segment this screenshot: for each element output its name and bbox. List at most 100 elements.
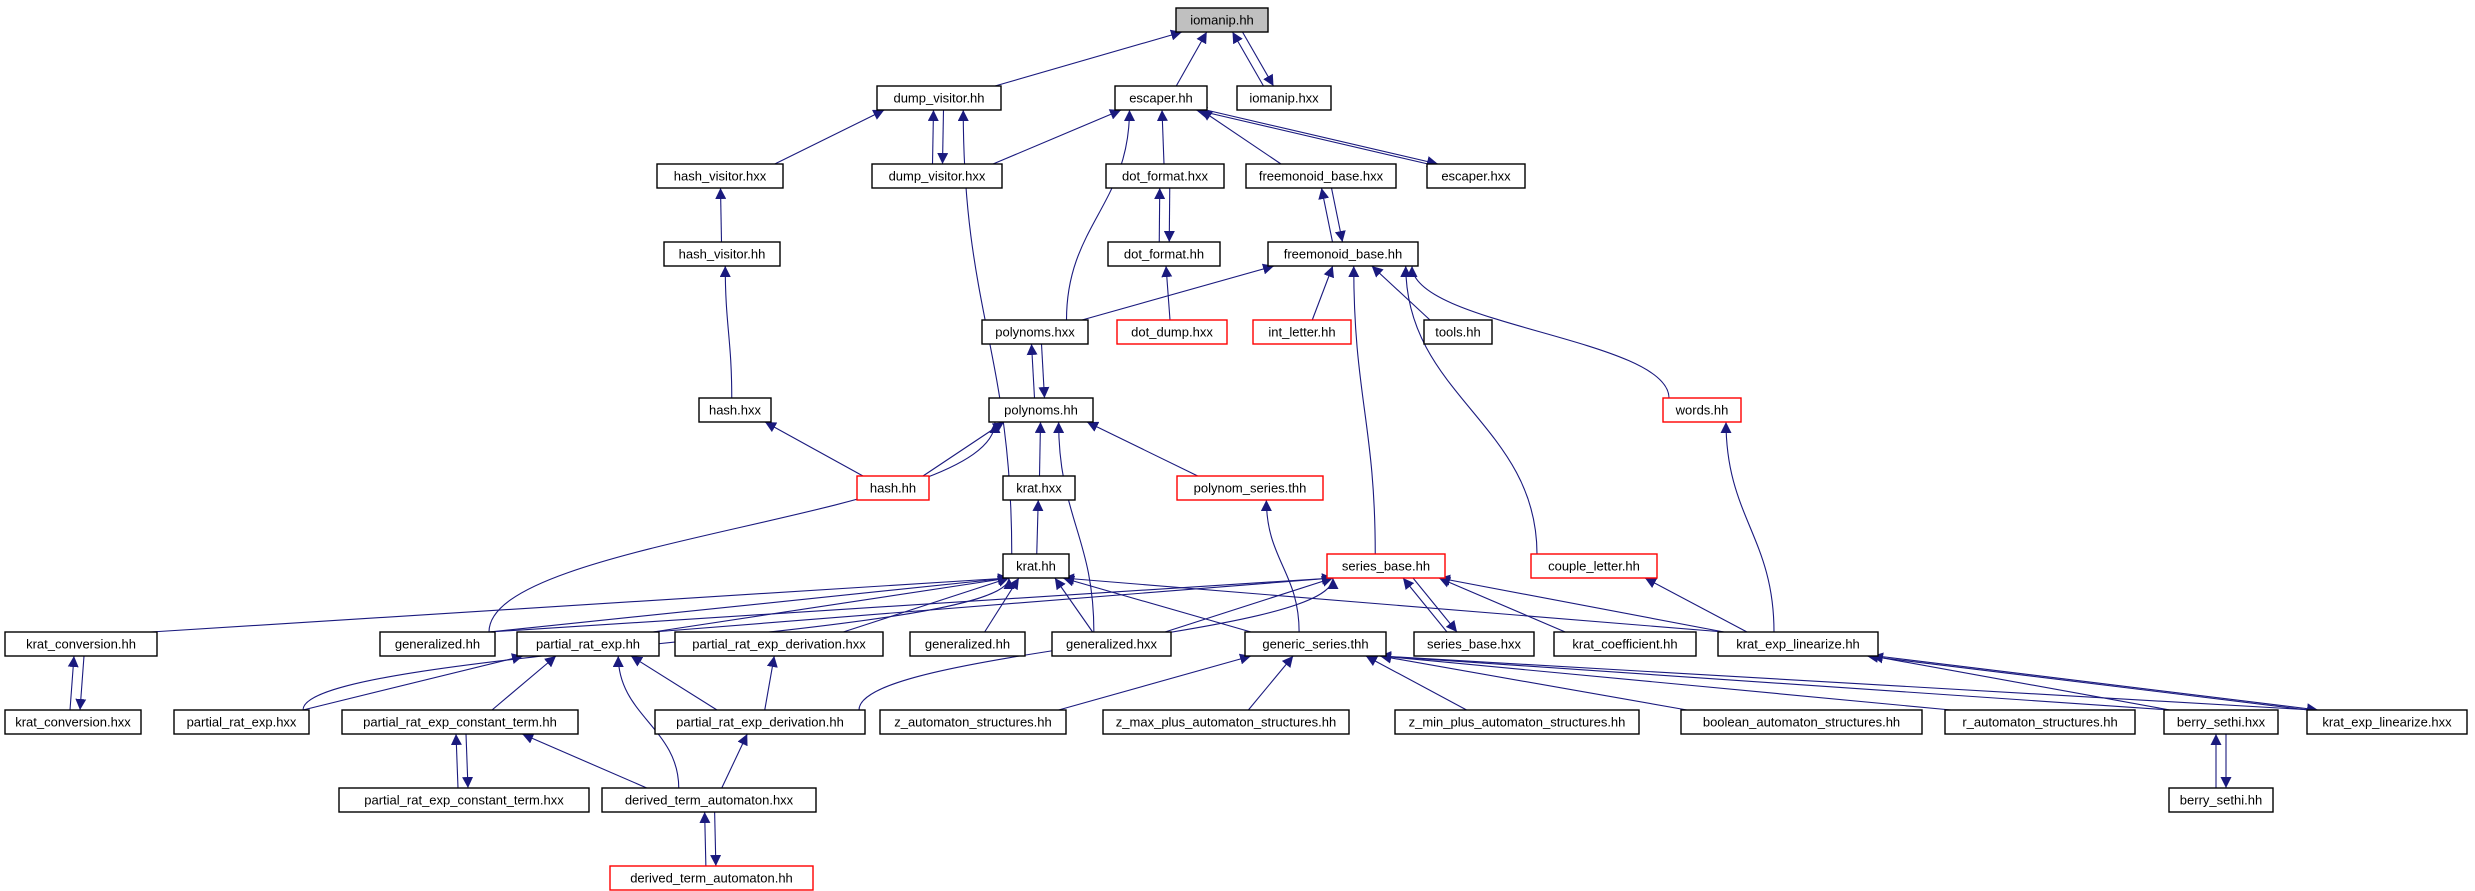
- node-partial-rat-exp-hxx[interactable]: partial_rat_exp.hxx: [173, 709, 310, 735]
- node-dump-visitor-hxx[interactable]: dump_visitor.hxx: [871, 163, 1003, 189]
- node-berry-sethi-hxx[interactable]: berry_sethi.hxx: [2163, 709, 2279, 735]
- edge-dump-visitor-hxx-to-dump-visitor-hh: [927, 109, 939, 165]
- node-label: berry_sethi.hh: [2180, 793, 2262, 808]
- node-generic-series-thh[interactable]: generic_series.thh: [1244, 631, 1387, 657]
- node-iomanip-hxx[interactable]: iomanip.hxx: [1236, 85, 1332, 111]
- node-label: tools.hh: [1435, 325, 1481, 340]
- node-hash-visitor-hh[interactable]: hash_visitor.hh: [663, 241, 781, 267]
- node-hash-hxx[interactable]: hash.hxx: [698, 397, 772, 423]
- node-label: hash_visitor.hxx: [674, 169, 767, 184]
- node-label: z_max_plus_automaton_structures.hh: [1116, 715, 1336, 730]
- edge-series-base-hh-to-freemonoid-base-hh: [1348, 265, 1376, 555]
- node-escaper-hh[interactable]: escaper.hh: [1114, 85, 1208, 111]
- edge-dump-visitor-hh-to-iomanip-hh: [994, 29, 1183, 87]
- node-box: [609, 865, 814, 891]
- edge-krat-exp-linearize-hh-to-words-hh: [1720, 421, 1775, 633]
- edge-derived-term-automaton-hxx-to-partial-rat-exp-constant-term-hh: [522, 733, 647, 789]
- node-box: [674, 631, 884, 657]
- node-polynoms-hxx[interactable]: polynoms.hxx: [981, 319, 1089, 345]
- node-partial-rat-exp-constant-term-hxx[interactable]: partial_rat_exp_constant_term.hxx: [338, 787, 590, 813]
- node-dot-format-hh[interactable]: dot_format.hh: [1107, 241, 1221, 267]
- node-iomanip-hh[interactable]: iomanip.hh: [1175, 7, 1269, 33]
- node-box: [1394, 709, 1640, 735]
- node-berry-sethi-hh[interactable]: berry_sethi.hh: [2168, 787, 2274, 813]
- node-layer: iomanip.hh dump_visitor.hh escaper.hh ioman…: [4, 7, 2468, 891]
- edge-krat-conversion-hh-to-krat-hh: [150, 573, 1010, 633]
- node-krat-hxx[interactable]: krat.hxx: [1002, 475, 1076, 501]
- node-box: [1114, 85, 1208, 111]
- edge-z-automaton-structures-hh-to-generic-series-thh: [1058, 653, 1252, 711]
- node-box: [981, 319, 1089, 345]
- edge-dot-dump-hh-to-dot-format-hh: [1161, 265, 1173, 321]
- edge-krat-conversion-hh-to-krat-conversion-hxx: [75, 655, 87, 711]
- node-box: [341, 709, 579, 735]
- node-polynoms-hh[interactable]: polynoms.hh: [988, 397, 1094, 423]
- edge-derived-term-automaton-hxx-to-partial-rat-exp-hh: [612, 655, 680, 789]
- edge-generalized-hh-a-to-polynoms-hh: [488, 421, 1001, 633]
- node-krat-exp-linearize-hxx[interactable]: krat_exp_linearize.hxx: [2306, 709, 2468, 735]
- node-freemonoid-base-hxx[interactable]: freemonoid_base.hxx: [1245, 163, 1397, 189]
- node-tools-hh[interactable]: tools.hh: [1423, 319, 1493, 345]
- node-label: partial_rat_exp_constant_term.hxx: [364, 793, 564, 808]
- node-partial-rat-exp-derivation-hh[interactable]: partial_rat_exp_derivation.hh: [654, 709, 866, 735]
- node-krat-conversion-hh[interactable]: krat_conversion.hh: [4, 631, 158, 657]
- node-dot-format-hxx[interactable]: dot_format.hxx: [1105, 163, 1225, 189]
- node-freemonoid-base-hh[interactable]: freemonoid_base.hh: [1267, 241, 1419, 267]
- node-z-max-plus-automaton-structures-hh[interactable]: z_max_plus_automaton_structures.hh: [1102, 709, 1350, 735]
- node-krat-exp-linearize-hh[interactable]: krat_exp_linearize.hh: [1717, 631, 1879, 657]
- node-label: hash_visitor.hh: [679, 247, 766, 262]
- node-label: escaper.hxx: [1441, 169, 1511, 184]
- node-generalized-hxx[interactable]: generalized.hxx: [1051, 631, 1172, 657]
- node-r-automaton-structures-hh[interactable]: r_automaton_structures.hh: [1944, 709, 2136, 735]
- node-label: int_letter.hh: [1268, 325, 1335, 340]
- node-derived-term-automaton-hxx[interactable]: derived_term_automaton.hxx: [601, 787, 817, 813]
- edge-dump-visitor-hxx-to-escaper-hh: [992, 109, 1122, 165]
- node-z-min-plus-automaton-structures-hh[interactable]: z_min_plus_automaton_structures.hh: [1394, 709, 1640, 735]
- node-partial-rat-exp-hh[interactable]: partial_rat_exp.hh: [516, 631, 660, 657]
- node-words-hh[interactable]: words.hh: [1662, 397, 1742, 423]
- edge-hash-hh-to-polynoms-hh: [922, 421, 1005, 477]
- node-dump-visitor-hh[interactable]: dump_visitor.hh: [876, 85, 1002, 111]
- node-label: partial_rat_exp.hxx: [187, 715, 297, 730]
- node-z-automaton-structures-hh[interactable]: z_automaton_structures.hh: [879, 709, 1067, 735]
- node-box: [601, 787, 817, 813]
- node-couple-letter-hh[interactable]: couple_letter.hh: [1530, 553, 1658, 579]
- edge-partial-rat-exp-constant-term-hxx-to-partial-rat-exp-constant-term-hh: [450, 733, 462, 789]
- node-box: [1236, 85, 1332, 111]
- node-box: [1944, 709, 2136, 735]
- node-box: [2168, 787, 2274, 813]
- node-series-base-hxx[interactable]: series_base.hxx: [1413, 631, 1535, 657]
- node-generalized-hh-b[interactable]: generalized.hh: [909, 631, 1026, 657]
- edge-freemonoid-base-hxx-to-escaper-hh: [1200, 109, 1282, 165]
- edge-r-automaton-structures-hh-to-generic-series-thh: [1379, 651, 1952, 711]
- edge-hash-visitor-hh-to-hash-visitor-hxx: [715, 187, 727, 243]
- node-escaper-hxx[interactable]: escaper.hxx: [1426, 163, 1526, 189]
- node-boolean-automaton-structures-hh[interactable]: boolean_automaton_structures.hh: [1680, 709, 1923, 735]
- node-hash-visitor-hxx[interactable]: hash_visitor.hxx: [656, 163, 784, 189]
- node-label: dump_visitor.hh: [893, 91, 984, 106]
- node-dot-dump-hh[interactable]: dot_dump.hxx: [1116, 319, 1228, 345]
- edge-iomanip-hxx-to-iomanip-hh: [1232, 31, 1264, 87]
- node-box: [879, 709, 1067, 735]
- node-box: [663, 241, 781, 267]
- edge-hash-hh-to-hash-hxx: [764, 421, 864, 477]
- node-generalized-hh-a[interactable]: generalized.hh: [379, 631, 496, 657]
- node-hash-hh[interactable]: hash.hh: [856, 475, 930, 501]
- node-derived-term-automaton-hh[interactable]: derived_term_automaton.hh: [609, 865, 814, 891]
- node-krat-conversion-hxx[interactable]: krat_conversion.hxx: [4, 709, 142, 735]
- node-series-base-hh[interactable]: series_base.hh: [1326, 553, 1446, 579]
- node-box: [871, 163, 1003, 189]
- node-box: [856, 475, 930, 501]
- node-polynom-series-thh[interactable]: polynom_series.thh: [1176, 475, 1324, 501]
- edge-polynoms-hh-to-polynoms-hxx: [1026, 343, 1038, 399]
- node-box: [1423, 319, 1493, 345]
- node-label: krat_conversion.hxx: [15, 715, 131, 730]
- node-int-letter-hh[interactable]: int_letter.hh: [1252, 319, 1352, 345]
- node-krat-coefficient-hh[interactable]: krat_coefficient.hh: [1553, 631, 1697, 657]
- node-partial-rat-exp-derivation-hxx[interactable]: partial_rat_exp_derivation.hxx: [674, 631, 884, 657]
- node-partial-rat-exp-constant-term-hh[interactable]: partial_rat_exp_constant_term.hh: [341, 709, 579, 735]
- node-krat-hh[interactable]: krat.hh: [1002, 553, 1070, 579]
- node-label: partial_rat_exp_derivation.hxx: [692, 637, 866, 652]
- edge-generalized-hh-a-to-krat-hh: [488, 573, 1010, 633]
